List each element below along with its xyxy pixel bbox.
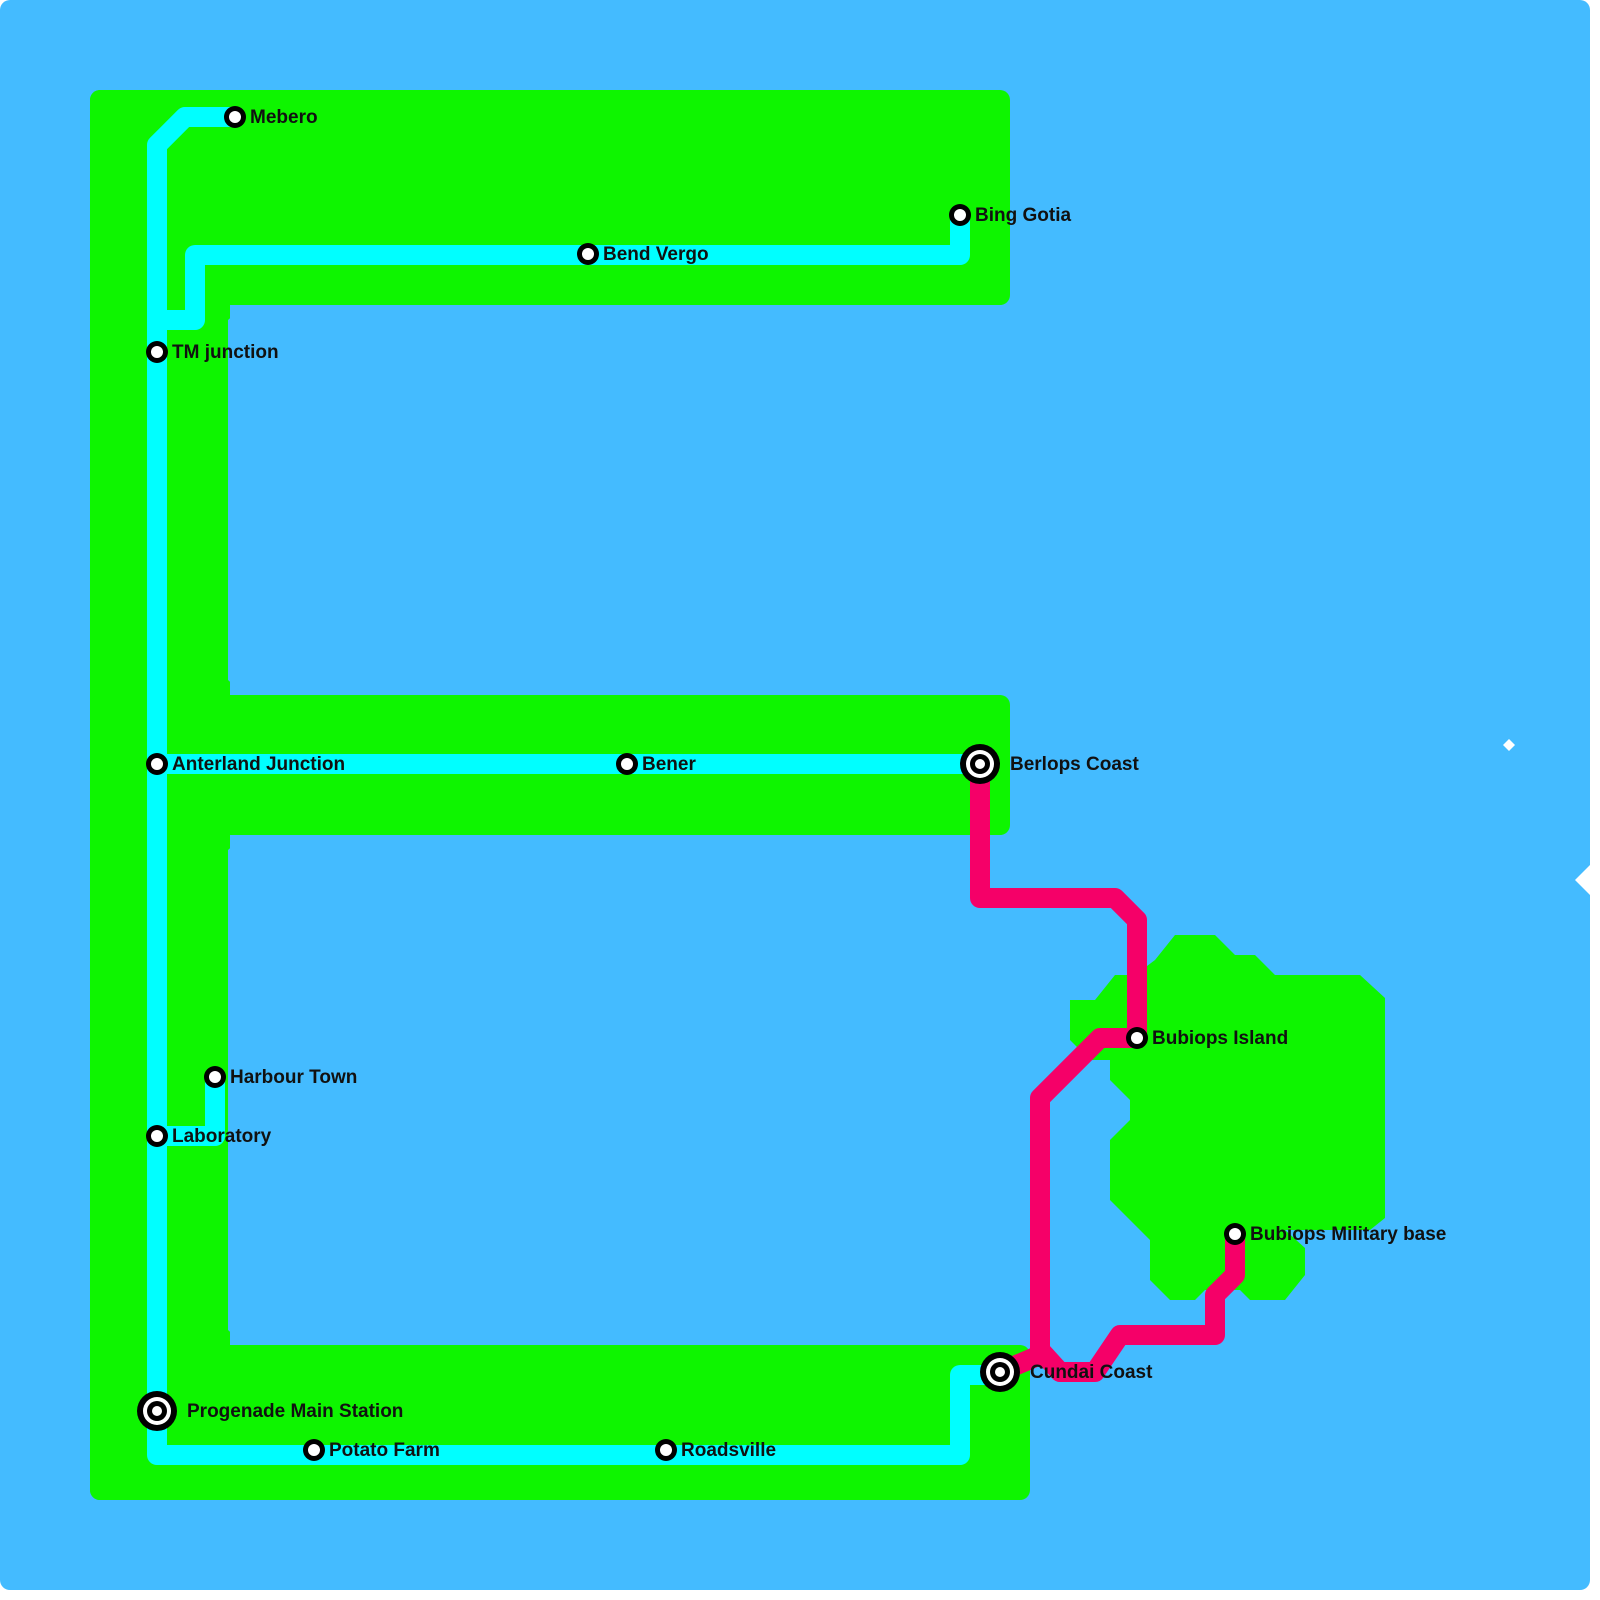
station-label: Bubiops Island	[1152, 1028, 1288, 1049]
station-label: Anterland Junction	[172, 754, 345, 775]
station-icon-center	[1131, 1032, 1143, 1044]
station-icon-center	[954, 209, 966, 221]
station-label: Potato Farm	[329, 1440, 440, 1461]
water-right-strip	[1010, 305, 1030, 1345]
station-label: Berlops Coast	[1010, 754, 1139, 775]
interchange-icon-center	[152, 1406, 162, 1416]
station-label: Roadsville	[681, 1440, 776, 1461]
station-bubiops-military-base[interactable]: Bubiops Military base	[1224, 1223, 1446, 1245]
station-icon-center	[308, 1444, 320, 1456]
station-icon-center	[151, 346, 163, 358]
station-label: TM junction	[172, 342, 279, 363]
station-berlops-coast[interactable]: Berlops Coast	[960, 744, 1139, 784]
line-cyan-segment	[147, 107, 1005, 1465]
interchange-icon-center	[995, 1367, 1005, 1377]
station-bubiops-island[interactable]: Bubiops Island	[1126, 1027, 1288, 1049]
station-label: Mebero	[250, 107, 318, 128]
station-laboratory[interactable]: Laboratory	[146, 1125, 272, 1147]
station-label: Progenade Main Station	[187, 1401, 403, 1422]
station-label: Bing Gotia	[975, 205, 1071, 226]
station-anterland-junction[interactable]: Anterland Junction	[146, 753, 345, 775]
interchange-icon-center	[975, 759, 985, 769]
line-cyan	[147, 107, 1005, 1465]
station-icon-center	[151, 758, 163, 770]
station-mebero[interactable]: Mebero	[224, 106, 318, 128]
station-icon-center	[209, 1071, 221, 1083]
station-label: Bubiops Military base	[1250, 1224, 1446, 1245]
station-bener[interactable]: Bener	[616, 753, 696, 775]
line-red-segment	[1032, 1234, 1245, 1382]
line-cyan-segment	[147, 1067, 225, 1146]
station-progenade-main-station[interactable]: Progenade Main Station	[137, 1391, 403, 1431]
station-label: Bend Vergo	[603, 244, 709, 265]
landmass-bubiops-island	[1070, 935, 1385, 1300]
station-harbour-town[interactable]: Harbour Town	[204, 1066, 357, 1088]
station-label: Bener	[642, 754, 696, 775]
station-roadsville[interactable]: Roadsville	[655, 1439, 776, 1461]
water-bay-upper	[228, 305, 1010, 695]
station-label: Cundai Coast	[1030, 1362, 1153, 1383]
station-tm-junction[interactable]: TM junction	[146, 341, 279, 363]
station-icon-center	[621, 758, 633, 770]
station-icon-center	[151, 1130, 163, 1142]
station-potato-farm[interactable]: Potato Farm	[303, 1439, 440, 1461]
station-icon-center	[660, 1444, 672, 1456]
station-label: Laboratory	[172, 1126, 272, 1147]
edge-notch	[1575, 865, 1590, 895]
water-bay-lower	[228, 835, 1010, 1345]
land-bottom-arm	[90, 1345, 1030, 1500]
line-cyan-segment	[147, 205, 970, 330]
station-icon-center	[582, 248, 594, 260]
station-cundai-coast[interactable]: Cundai Coast	[980, 1352, 1153, 1392]
station-icon-center	[1229, 1228, 1241, 1240]
station-bend-vergo[interactable]: Bend Vergo	[577, 243, 709, 265]
station-bing-gotia[interactable]: Bing Gotia	[949, 204, 1071, 226]
station-label: Harbour Town	[230, 1067, 357, 1088]
station-icon-center	[229, 111, 241, 123]
marker-diamond	[1503, 739, 1515, 751]
